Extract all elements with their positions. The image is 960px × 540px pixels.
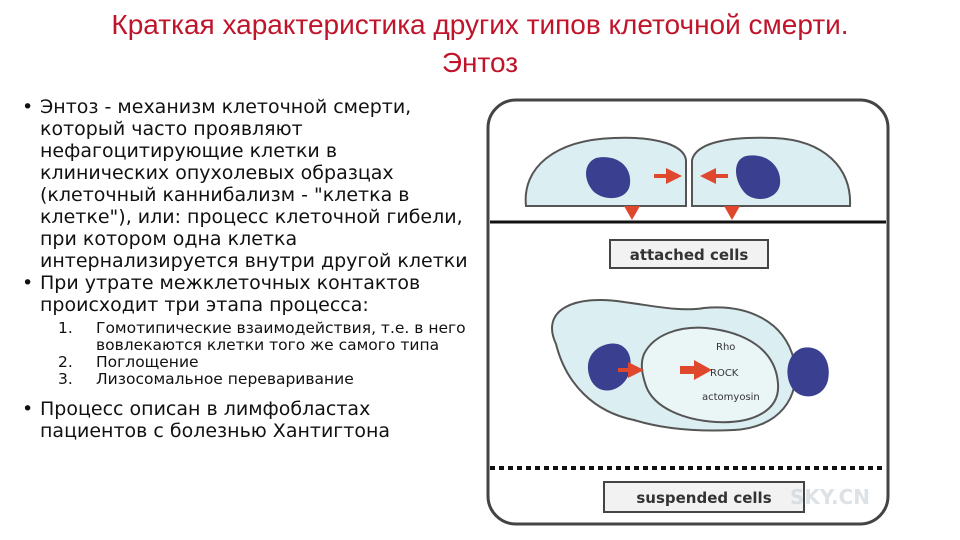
stage-item: 2. Поглощение [58, 354, 472, 371]
bullet-text: При утрате межклеточных контактов происх… [40, 272, 421, 316]
invading-cell [640, 326, 780, 424]
slide-body: • Энтоз - механизм клеточной смерти, кот… [22, 96, 472, 442]
bullet-dot: • [22, 398, 34, 420]
stage-item: 1. Гомотипические взаимодействия, т.е. в… [58, 320, 472, 354]
suspended-nucleus-right [787, 347, 829, 397]
stage-text: Лизосомальное переваривание [96, 370, 354, 388]
suspended-label: suspended cells [636, 489, 771, 507]
rock-label: ROCK [710, 368, 739, 379]
attached-label-box [609, 239, 769, 269]
rho-label: Rho [716, 342, 735, 353]
title-line-2: Энтоз [441, 47, 519, 78]
attached-nucleus-right [736, 155, 781, 199]
stage-text: Гомотипические взаимодействия, т.е. в не… [96, 319, 466, 354]
entosis-diagram: attached cells Rho ROCK actomyosin suspe… [486, 98, 890, 526]
attached-nucleus-left [586, 157, 631, 199]
stages-list: 1. Гомотипические взаимодействия, т.е. в… [58, 320, 472, 388]
bullet-dot: • [22, 96, 34, 118]
bullet-huntington: • Процесс описан в лимфобластах пациенто… [22, 398, 472, 442]
adhesion-right [724, 206, 740, 220]
stage-number: 3. [58, 370, 73, 388]
watermark: SKY.CN [790, 485, 870, 509]
bullet-entosis-definition: • Энтоз - механизм клеточной смерти, кот… [22, 96, 472, 272]
actomyosin-label: actomyosin [702, 392, 760, 403]
attached-label: attached cells [630, 246, 749, 264]
stage-item: 3. Лизосомальное переваривание [58, 371, 472, 388]
slide-title: Краткая характеристика других типов клет… [40, 6, 920, 82]
stage-number: 1. [58, 319, 73, 337]
suspended-label-box [603, 481, 805, 513]
bullet-text: Процесс описан в лимфобластах пациентов … [40, 398, 391, 442]
invasion-arrow [680, 360, 712, 380]
stage-text: Поглощение [96, 353, 199, 371]
bullet-text: Энтоз - механизм клеточной смерти, котор… [40, 96, 468, 272]
bullet-dot: • [22, 272, 34, 294]
stage-number: 2. [58, 353, 73, 371]
entosis-figure: attached cells Rho ROCK actomyosin suspe… [484, 98, 894, 528]
bullet-stages-intro: • При утрате межклеточных контактов прои… [22, 272, 472, 316]
title-line-1: Краткая характеристика других типов клет… [111, 9, 849, 40]
host-nucleus [587, 343, 631, 391]
adhesion-left [624, 206, 640, 220]
